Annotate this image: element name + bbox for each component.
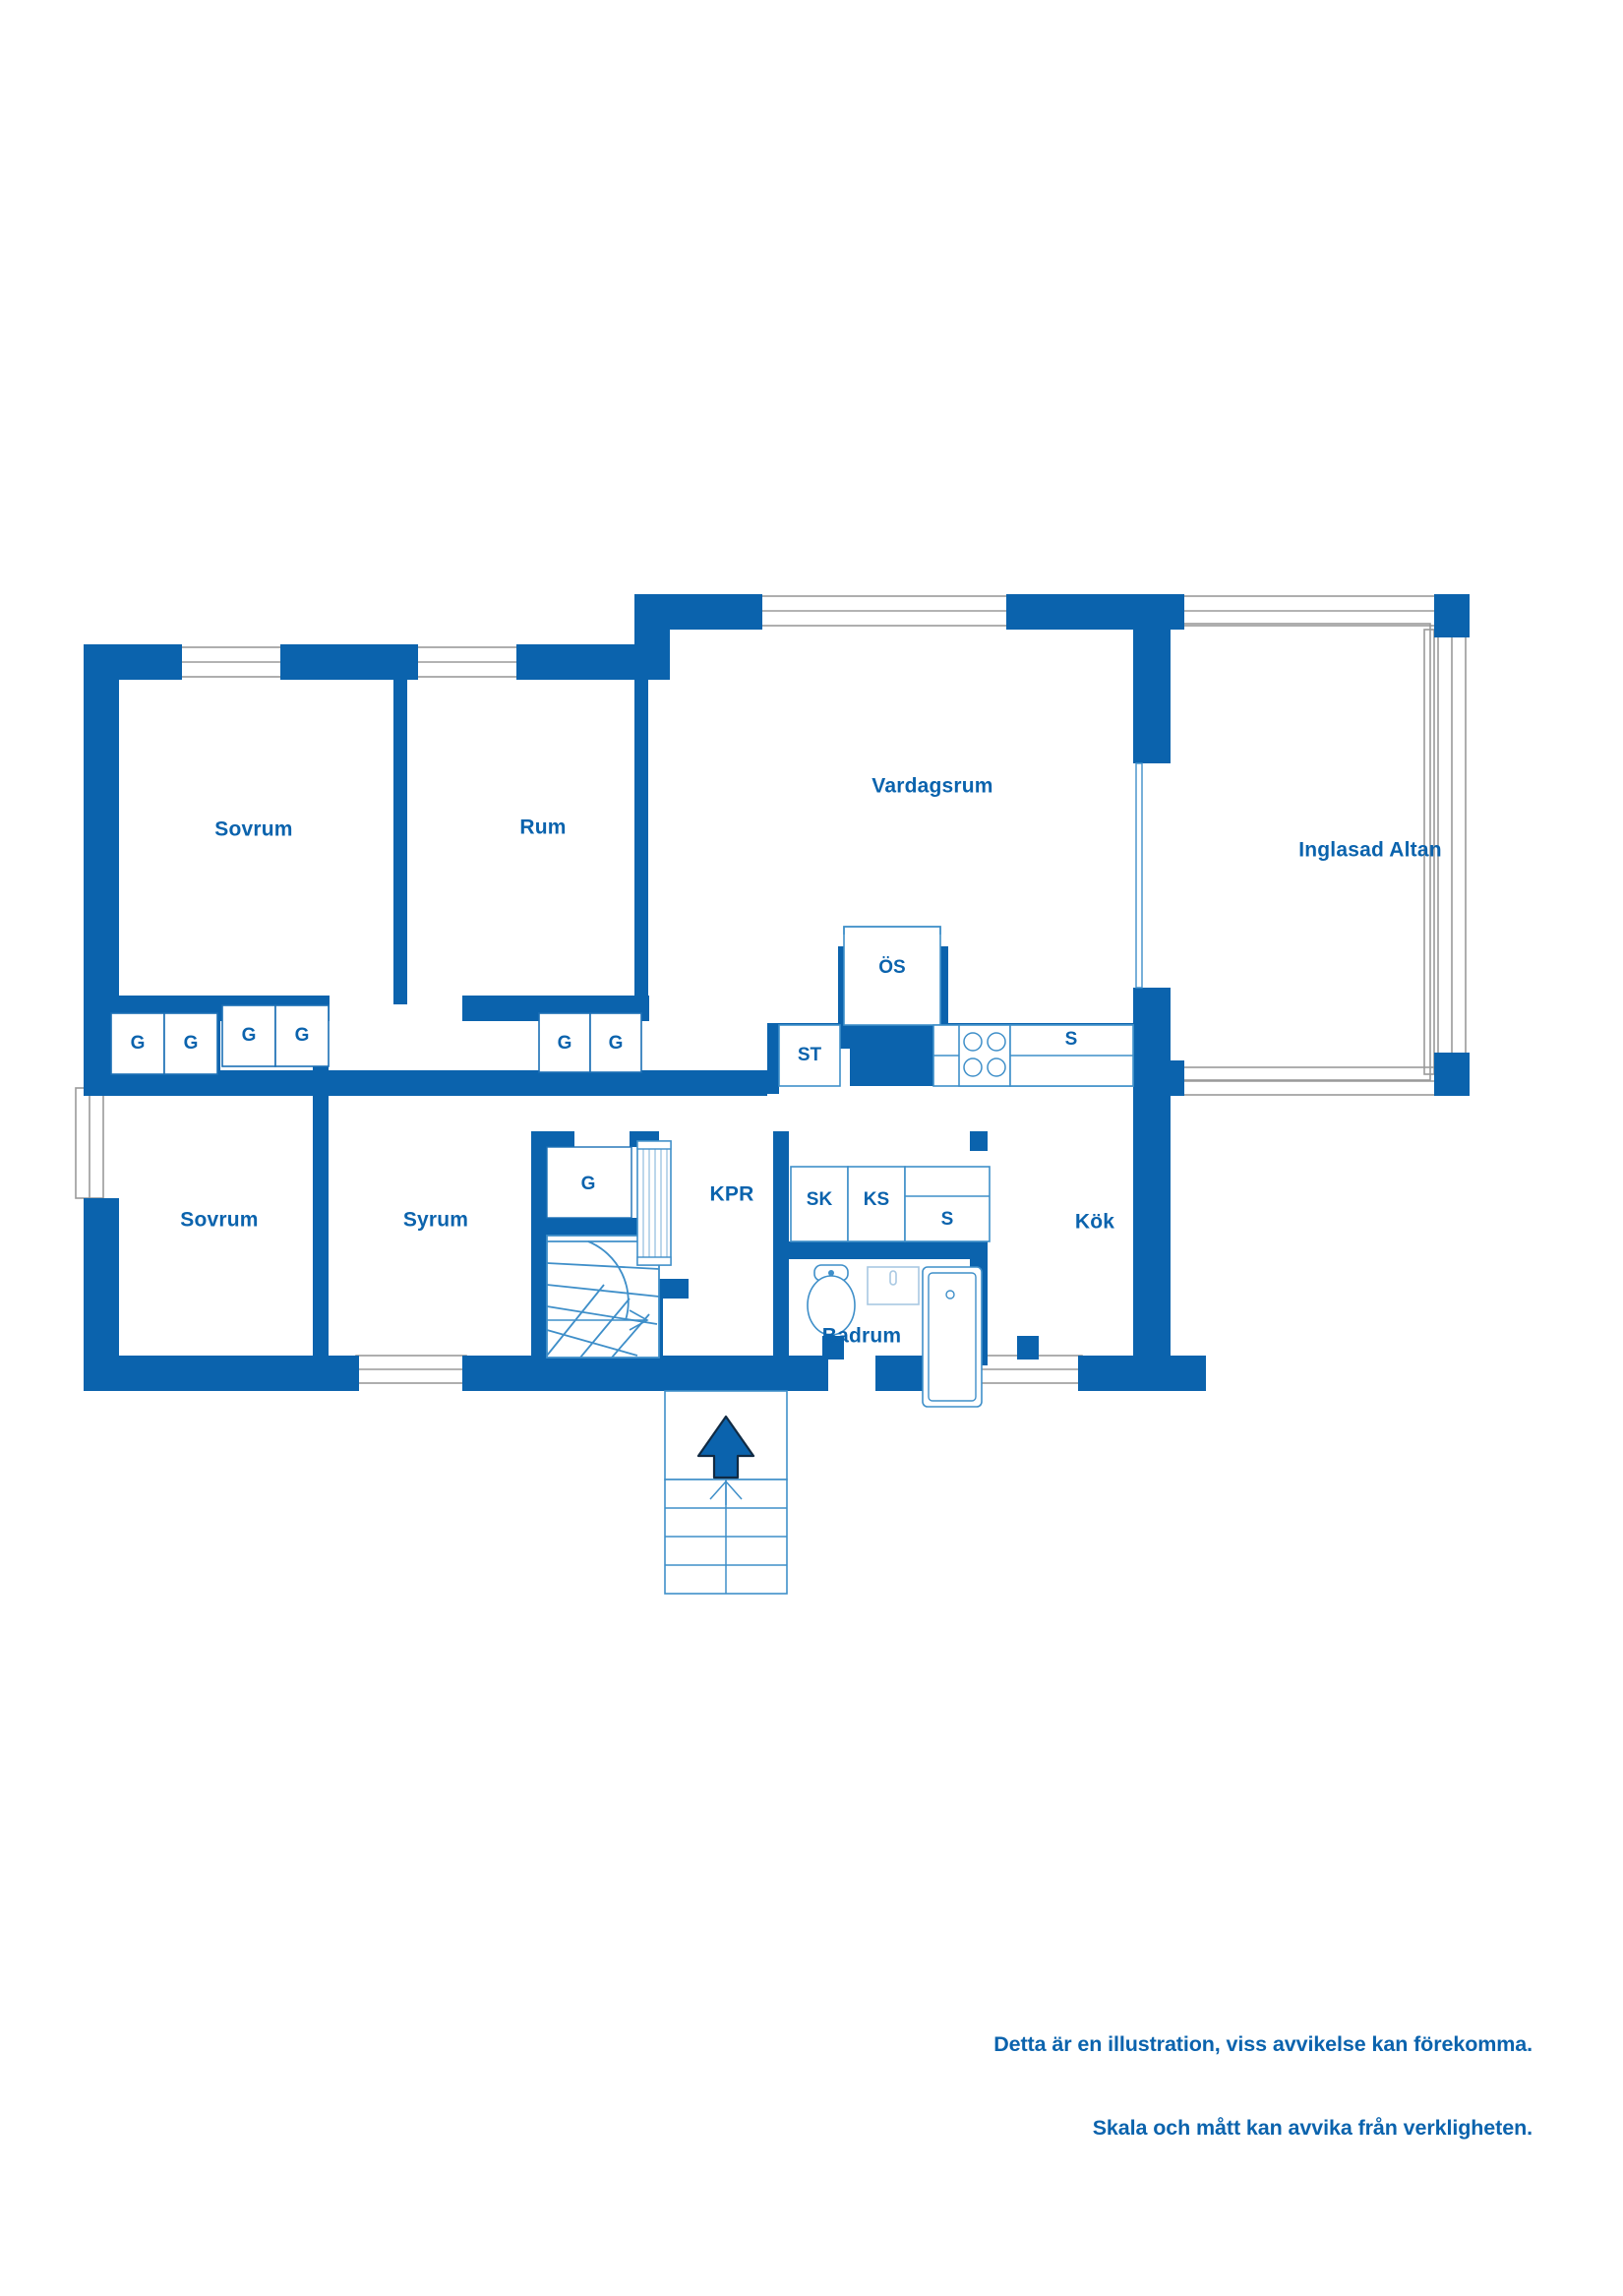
- room-label-sovrum-bottom: Sovrum: [180, 1209, 258, 1232]
- wardrobe-group-rum: [538, 1012, 642, 1073]
- radiator-icon: [636, 1140, 672, 1266]
- disclaimer-line-1: Detta är en illustration, viss avvikelse…: [993, 2032, 1533, 2057]
- storage-st: [778, 1024, 841, 1087]
- toilet-icon: [807, 1264, 856, 1336]
- disclaimer-footer: Detta är en illustration, viss avvikelse…: [993, 1974, 1533, 2170]
- room-label-badrum: Badrum: [822, 1325, 902, 1348]
- fixture-label-counter-living: S: [1065, 1029, 1078, 1050]
- fixture-label-closet-3: G: [242, 1025, 257, 1046]
- door-openings: [1133, 762, 1171, 989]
- altan-wall-group: [1434, 594, 1470, 1096]
- room-label-sovrum-top-left: Sovrum: [214, 818, 292, 841]
- fixture-label-closet-5: G: [558, 1033, 572, 1054]
- wardrobe-stair: [546, 1146, 632, 1219]
- fixture-label-closet-4: G: [295, 1025, 310, 1046]
- fixture-label-group: G G G G G G G ÖS ST S SK KS S: [131, 957, 1078, 1230]
- room-label-inglasad-altan: Inglasad Altan: [1298, 839, 1442, 862]
- fixture-label-closet-stair: G: [581, 1174, 596, 1194]
- fixture-label-storage: ST: [798, 1045, 822, 1065]
- fixture-label-counter-bath: S: [941, 1209, 954, 1230]
- fixture-label-closet-2: G: [184, 1033, 199, 1054]
- disclaimer-line-2: Skala och mått kan avvika från verklighe…: [1092, 2116, 1533, 2141]
- fixture-label-upper-cabinet: ÖS: [878, 957, 905, 978]
- room-label-vardagsrum: Vardagsrum: [872, 775, 992, 798]
- bathtub-icon: [922, 1266, 983, 1408]
- room-label-kpr: KPR: [710, 1183, 754, 1206]
- sink-icon: [867, 1266, 920, 1305]
- upper-cabinet-os: [843, 926, 941, 1026]
- fixture-label-cabinet-ks: KS: [864, 1189, 889, 1210]
- up-arrow-icon: [696, 1415, 755, 1480]
- wall-group: [84, 594, 1470, 1391]
- fixture-label-closet-1: G: [131, 1033, 146, 1054]
- fixture-label-cabinet-sk: SK: [807, 1189, 833, 1210]
- room-label-kok: Kök: [1075, 1211, 1114, 1234]
- room-label-rum: Rum: [519, 816, 566, 839]
- room-label-syrum: Syrum: [403, 1209, 468, 1232]
- kitchen-counter-living: [932, 1024, 1134, 1087]
- room-label-group: Sovrum Rum Vardagsrum Inglasad Altan Sov…: [180, 775, 1441, 1348]
- wardrobe-group-left-bedroom: [110, 1004, 330, 1075]
- bathroom-cabinet-row: [790, 1166, 991, 1242]
- window-glazing-group: [75, 595, 1467, 1384]
- fixture-label-closet-6: G: [609, 1033, 624, 1054]
